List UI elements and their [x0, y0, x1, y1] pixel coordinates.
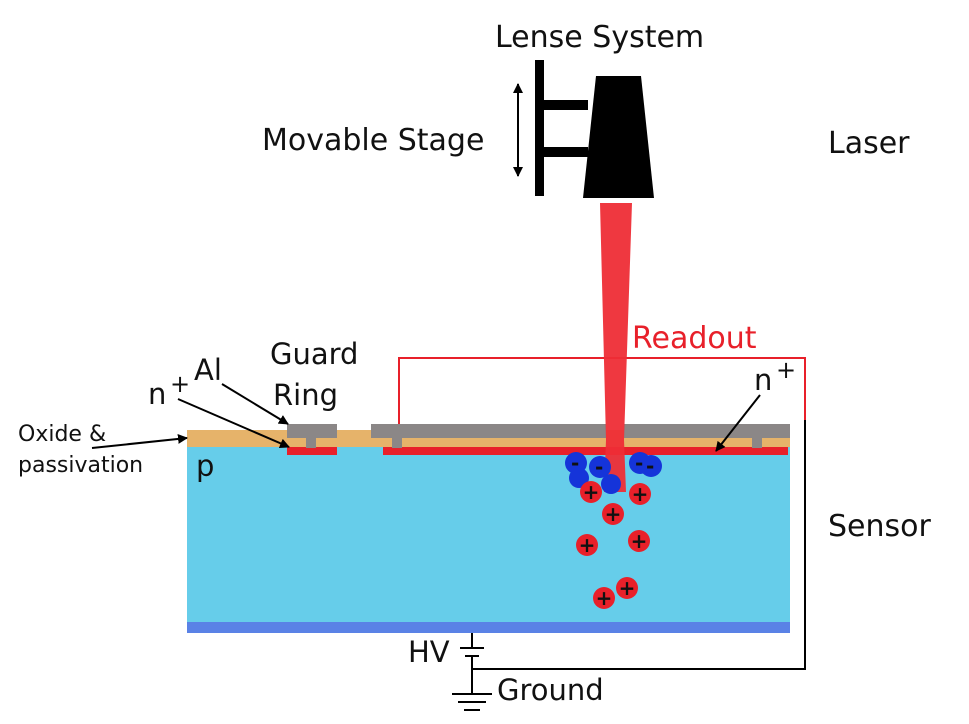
hole-sign: +: [583, 480, 600, 504]
electron-signs: - - - -: [571, 451, 654, 479]
electron-sign: -: [635, 451, 643, 475]
hole-sign: +: [632, 482, 649, 506]
laser-label: Laser: [828, 126, 910, 161]
hole-sign: +: [631, 529, 648, 553]
hole-signs: + + + + + + +: [579, 480, 649, 610]
hole: [593, 587, 615, 609]
n-plus-right-superscript: +: [776, 356, 796, 384]
electron: [589, 456, 611, 478]
n-plus-right-arrow: [715, 394, 761, 452]
sensor-label: Sensor: [828, 509, 931, 544]
guard-ring-via: [306, 436, 316, 448]
electron: [601, 474, 621, 494]
guard-ring-label-line2: Ring: [273, 378, 338, 412]
hole: [580, 481, 602, 503]
hole-sign: +: [619, 576, 636, 600]
movable-stage-plate: [535, 60, 544, 196]
al-label: Al: [194, 353, 222, 387]
n-plus-left-arrow: [177, 398, 290, 449]
lense-system-label: Lense System: [495, 20, 704, 55]
electron: [569, 468, 589, 488]
n-plus-right-label: n: [754, 363, 772, 397]
stage-arm-lower: [544, 147, 588, 157]
hole: [628, 530, 650, 552]
oxide-arrow: [91, 433, 188, 449]
p-bulk-label: p: [196, 449, 214, 483]
electron-sign: -: [646, 454, 654, 478]
n-plus-left-superscript: +: [170, 370, 190, 398]
hole: [616, 577, 638, 599]
lens-system: [583, 76, 654, 198]
guard-ring-label-line1: Guard: [270, 337, 358, 371]
hole-sign: +: [605, 502, 622, 526]
movable-stage-label: Movable Stage: [262, 123, 484, 158]
back-contact: [187, 622, 790, 633]
hole-sign: +: [579, 533, 596, 557]
sensor-bulk: [187, 443, 790, 627]
electron-sign: -: [571, 451, 579, 475]
hole: [602, 503, 624, 525]
electron-sign: -: [595, 455, 603, 479]
readout-metal-left: [371, 424, 606, 438]
guard-ring-metal: [287, 424, 337, 438]
ground-label: Ground: [497, 673, 604, 707]
readout-wire: [398, 357, 806, 424]
readout-label: Readout: [632, 321, 757, 356]
hole: [629, 483, 651, 505]
laser-beam: [600, 203, 632, 492]
electrons: [565, 452, 662, 494]
hole-sign: +: [596, 586, 613, 610]
readout-via-right: [752, 436, 762, 448]
readout-implant: [383, 447, 788, 455]
stage-arm-upper: [544, 100, 588, 110]
readout-via-left: [392, 436, 402, 448]
oxide-label-line2: passivation: [18, 453, 143, 478]
bias-wire-right: [472, 420, 806, 670]
n-plus-left-label: n: [148, 377, 166, 411]
hole: [576, 534, 598, 556]
al-arrow: [221, 383, 289, 425]
guard-ring-implant: [287, 447, 337, 455]
hv-label: HV: [408, 635, 450, 669]
electron: [640, 455, 662, 477]
oxide-label-line1: Oxide &: [18, 422, 106, 447]
holes: [576, 481, 651, 609]
readout-metal-right: [624, 424, 790, 438]
